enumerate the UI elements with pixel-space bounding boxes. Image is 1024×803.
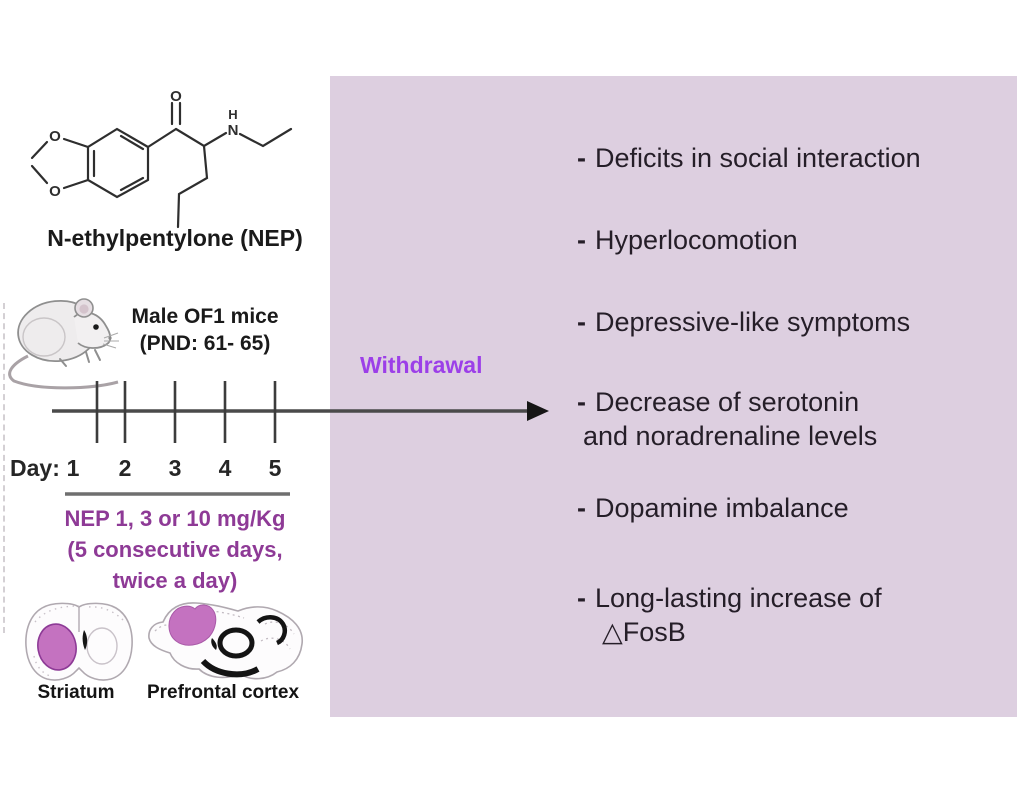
mouse-head: [73, 311, 112, 349]
mouse-whiskers: [102, 332, 119, 349]
mouse-ear-inner: [79, 304, 89, 314]
outcome-line: Deficits in social interaction: [595, 143, 921, 173]
striatum-label: Striatum: [37, 682, 115, 703]
outcome-line: Long-lasting increase of: [595, 583, 882, 613]
corpus-callosum-arc: [256, 615, 287, 646]
striatum-fill: [37, 623, 77, 671]
outcomes-panel: [330, 76, 1017, 717]
coronal-outline: [25, 602, 133, 681]
outcome-dash: -: [577, 143, 586, 173]
outcome-line: Decrease of serotonin: [595, 387, 860, 417]
sagittal-stipple: [154, 609, 295, 650]
dioxole-bonds: [30, 137, 90, 190]
amine-h-label: H: [228, 107, 237, 122]
mouse-ear-outer: [74, 298, 94, 318]
outcome-dash: -: [577, 225, 586, 255]
outcome-item: -Deficits in social interaction: [577, 141, 1007, 175]
mouse-paws: [59, 349, 101, 367]
mouse-nose: [108, 336, 112, 340]
day-label-2: 2: [118, 455, 132, 481]
benzene-double-bonds: [92, 134, 145, 192]
amine-bonds: [174, 127, 293, 148]
dose-line2: (5 consecutive days,: [67, 537, 283, 562]
dose-caption: NEP 1, 3 or 10 mg/Kg (5 consecutive days…: [15, 503, 335, 596]
outcome-line: △FosB: [602, 617, 686, 647]
pfc-fill: [168, 604, 217, 646]
carbonyl-bonds: [146, 101, 182, 149]
left-dashed-border: [3, 303, 5, 633]
prefrontal-cortex-label: Prefrontal cortex: [146, 682, 300, 703]
day-label-5: 5: [268, 455, 282, 481]
timeline-ticks: [95, 381, 277, 443]
mouse-body: [17, 299, 99, 363]
outcome-dash: -: [577, 493, 586, 523]
subject-line1: Male OF1 mice: [131, 305, 279, 328]
mouse-tail: [8, 354, 119, 390]
mouse-eye: [93, 324, 99, 330]
day-axis-labels: Day: 1 2 3 4 5: [0, 455, 340, 483]
day-label-4: 4: [218, 455, 232, 481]
outcome-dash: -: [577, 387, 586, 417]
benzene-ring: [86, 127, 150, 199]
dose-line1: NEP 1, 3 or 10 mg/Kg: [64, 506, 286, 531]
outcome-dash: -: [577, 307, 586, 337]
molecule-name-label: N-ethylpentylone (NEP): [47, 225, 303, 251]
coronal-ventricle: [82, 630, 88, 650]
outcome-item: -Long-lasting increase of △FosB: [577, 581, 1007, 649]
sagittal-section-illustration: [148, 602, 303, 680]
contralateral-striatum-outline: [86, 627, 118, 665]
day-prefix-label: Day:: [10, 455, 60, 481]
coronal-section-illustration: [25, 602, 133, 681]
outcome-item: -Decrease of serotonin and noradrenaline…: [577, 385, 1007, 453]
sagittal-dark-tract: [211, 638, 217, 650]
brainstem-streak: [200, 658, 260, 678]
sagittal-outline: [148, 602, 303, 680]
dioxole-o-top-label: O: [49, 128, 61, 145]
nep-atom-labels: O O O N H: [49, 88, 238, 200]
outcome-item: -Hyperlocomotion: [577, 223, 1007, 257]
outcome-item: -Dopamine imbalance: [577, 491, 1007, 525]
day-label-1: 1: [66, 455, 80, 481]
amine-n-label: N: [228, 122, 239, 139]
outcome-item: -Depressive-like symptoms: [577, 305, 1007, 339]
mouse-haunch: [22, 317, 66, 357]
nep-structure: [30, 101, 293, 229]
dose-line3: twice a day): [112, 568, 238, 593]
mouse-illustration: [8, 298, 119, 390]
outcome-dash: -: [577, 583, 586, 613]
outcome-line: Dopamine imbalance: [595, 493, 849, 523]
propyl-chain: [176, 144, 209, 229]
carbonyl-o-label: O: [170, 88, 182, 105]
outcome-line: Depressive-like symptoms: [595, 307, 911, 337]
dioxole-o-bottom-label: O: [49, 183, 61, 200]
subject-caption: Male OF1 mice (PND: 61- 65): [120, 303, 290, 357]
subject-line2: (PND: 61- 65): [139, 332, 271, 355]
day-label-3: 3: [168, 455, 182, 481]
coronal-stipple: [33, 605, 124, 677]
outcome-line: Hyperlocomotion: [595, 225, 798, 255]
withdrawal-label: Withdrawal: [360, 352, 483, 378]
outcome-line: and noradrenaline levels: [583, 421, 878, 451]
hippocampus-ring: [217, 627, 255, 659]
